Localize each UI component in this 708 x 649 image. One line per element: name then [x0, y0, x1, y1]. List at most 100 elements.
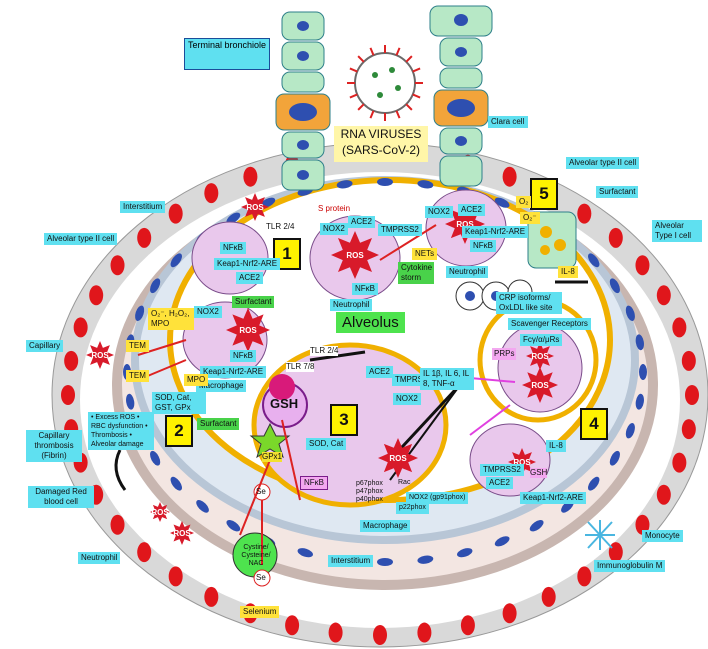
red-blood-cell [64, 350, 79, 371]
alveolar-type2-left-label: Alveolar type II cell [44, 233, 118, 245]
tlr2-label: TLR 2/4 [310, 346, 339, 356]
ace2-label-c: ACE2 [486, 477, 513, 489]
red-blood-cell [656, 285, 671, 306]
step-number-3: 3 [330, 404, 358, 436]
virus-spike [395, 47, 401, 56]
il8-small-label: IL-8 [546, 440, 566, 452]
macrophage-bottom-label: Macrophage [360, 520, 411, 532]
wall-nucleus [635, 334, 644, 351]
surfactant-left-label: Surfactant [197, 418, 240, 430]
wall-nucleus [417, 180, 434, 189]
nfkb-label-e: NFκB [300, 476, 328, 490]
sod-cat-gpx-label: SOD, Cat, GST, GPx [152, 392, 206, 414]
crp-label: CRP isoforms/ OxLDL like site [496, 292, 562, 314]
virus-title-line2: (SARS-CoV-2) [341, 143, 421, 157]
tem-label: TEM [126, 340, 149, 352]
monocyte-label: Monocyte [642, 530, 683, 542]
cytokine-storm-label: Cytokine storm [398, 262, 434, 284]
scavenger-label: Scavenger Receptors [508, 318, 591, 330]
se-label-1: Se [256, 487, 266, 496]
ros-star-label: ROS [246, 203, 264, 212]
neutrophil-right-label: Neutrophil [446, 266, 489, 278]
ros-star-label: ROS [346, 251, 364, 260]
virus-icon [347, 45, 423, 121]
wall-nucleus [494, 536, 510, 547]
nfkb-label-b: NFκB [230, 350, 256, 362]
red-blood-cell [608, 227, 623, 248]
gpx1-label: GPx1 [262, 452, 283, 462]
red-blood-cell [110, 514, 125, 535]
neutrophil-center-label: Neutrophil [330, 299, 373, 311]
virus-spike [357, 55, 365, 63]
neutrophil-left-label: Neutrophil [78, 552, 121, 564]
tlr7-label: TLR 7/8 [286, 362, 315, 372]
clara-cell-label: Clara cell [488, 116, 528, 128]
wall-nucleus [126, 393, 135, 410]
selenium-circle-2 [253, 569, 271, 587]
wall-nucleus [639, 364, 647, 380]
nets-label: NETs [412, 248, 438, 260]
nox2-gp-label: NOX2 (gp91phox) [406, 492, 469, 504]
virus-spike [395, 110, 401, 119]
ros-star-icon [241, 193, 269, 221]
immunoglobulin-icon [585, 520, 615, 550]
wall-nucleus [170, 253, 182, 268]
step-number-2: 2 [165, 415, 193, 447]
keap-label-b: Keap1-Nrf2-ARE [200, 366, 267, 378]
tmprss2-label-c: TMPRSS2 [480, 464, 524, 476]
tem2-label: TEM [126, 370, 149, 382]
wall-nucleus [625, 305, 635, 321]
wall-nucleus [609, 278, 620, 294]
virus-spike [369, 47, 375, 56]
virus-spike [405, 55, 413, 63]
red-blood-cell [672, 317, 687, 338]
ros-star-label: ROS [91, 351, 109, 360]
ros-star-label: ROS [173, 529, 191, 538]
ros-star-icon [378, 438, 418, 478]
ace2-label-a: ACE2 [348, 216, 375, 228]
nox2-label-c: NOX2 [393, 393, 421, 405]
nfkb-label-d: NFκB [470, 240, 496, 252]
red-blood-cell [168, 203, 183, 224]
wall-nucleus [609, 450, 620, 466]
gsh-small-label: GSH [530, 468, 548, 478]
o2-small-label: O₂ [516, 196, 532, 208]
red-blood-cell [635, 514, 650, 535]
capillary-label: Capillary [26, 340, 64, 352]
alveolar-type1-label: Alveolar Type I cell [652, 220, 702, 242]
red-blood-cell [672, 452, 687, 473]
wall-nucleus [635, 393, 644, 410]
red-blood-cell [137, 542, 152, 563]
virus-spike [369, 110, 375, 119]
red-blood-cell [61, 385, 75, 405]
interstitium-bottom-label: Interstitium [328, 555, 374, 567]
virus-title: RNA VIRUSES (SARS-CoV-2) [334, 126, 428, 162]
red-blood-cell [168, 566, 183, 587]
se-label-2: Se [256, 573, 266, 582]
o2-label: O₂⁻, H₂O₂, MPO [148, 308, 194, 330]
wall-nucleus [150, 278, 161, 294]
wall-nucleus [226, 520, 241, 532]
damaged-rbc-label: Damaged Red blood cell [28, 486, 94, 508]
step-number-4: 4 [580, 408, 608, 440]
terminal-bronchiole-column-right [429, 5, 493, 187]
keap-label-d: Keap1-Nrf2-ARE [520, 492, 587, 504]
red-blood-cell [110, 255, 125, 276]
virus-title-line1: RNA VIRUSES [340, 127, 422, 141]
ros-star-label: ROS [151, 508, 169, 517]
il8-label: IL-8 [558, 266, 578, 278]
ros-star-icon [522, 367, 558, 403]
wall-nucleus [588, 253, 600, 268]
prps-label: PRPs [492, 348, 517, 360]
red-blood-cell [635, 255, 650, 276]
virus-spike [349, 67, 358, 73]
red-blood-cell [541, 586, 556, 607]
immunoglobulin-label: Immunoglobulin M [594, 560, 666, 572]
wall-nucleus [457, 548, 473, 558]
gsh-label: GSH [270, 396, 299, 411]
red-blood-cell [685, 385, 699, 405]
virus-spike [412, 67, 421, 73]
tmprss2-label-a: TMPRSS2 [378, 224, 422, 236]
red-blood-cell [373, 625, 387, 645]
